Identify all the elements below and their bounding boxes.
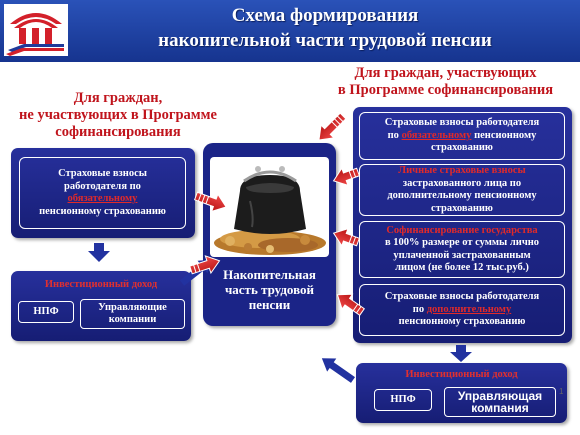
right-company-box: Управляющая компания [444, 387, 556, 417]
right-npf-label: НПФ [390, 394, 416, 405]
right-box4-line2-pre: по [412, 303, 425, 315]
right-box1-line3: страхованию [431, 142, 493, 154]
right-npf-box: НПФ [374, 389, 432, 411]
right-box4-line2-red: дополнительному [426, 303, 512, 315]
right-investment-panel: Инвестиционный доход НПФ Управляющая ком… [356, 363, 567, 423]
right-box3-line1: Софинансирование государства [386, 224, 538, 236]
page-title-line1: Схема формирования [231, 5, 419, 26]
accumulative-pension-panel: Накопительная часть трудовой пенсии [203, 143, 336, 326]
right-box2-line4: страхованию [431, 202, 493, 214]
right-box2-line1: Личные страховые взносы [398, 165, 526, 176]
right-box1-line2: по обязательному пенсионному [388, 130, 537, 143]
right-caption-line2: в Программе софинансирования [337, 82, 554, 98]
right-box-4: Страховые взносы работодателя по дополни… [359, 284, 565, 336]
left-npf-label: НПФ [33, 306, 59, 317]
left-company-line1: Управляющие [98, 302, 167, 313]
right-company-line2: компания [471, 401, 529, 415]
left-caption-line2: не участвующих в Программе [19, 107, 217, 123]
right-caption-line1: Для граждан, участвующих [354, 65, 537, 81]
left-contributions-panel: Страховые взносы работодателя по обязате… [11, 148, 195, 238]
right-box1-line1: Страховые взносы работодателя [384, 117, 540, 129]
right-box3-line4: лицом (не более 12 тыс.руб.) [395, 262, 529, 273]
page-number: 1 [559, 387, 564, 396]
right-box4-line3: пенсионному страхованию [398, 316, 526, 328]
arrow-right-down [450, 345, 472, 362]
left-contributions-box: Страховые взносы работодателя по обязате… [19, 157, 186, 229]
arrow-right-investment-to-center [321, 358, 356, 383]
accumulative-pension-label: Накопительная часть трудовой пенсии [203, 267, 336, 312]
arrow-right-caption-to-center [318, 112, 347, 141]
left-investment-title: Инвестиционный доход [44, 279, 158, 290]
left-investment-panel: Инвестиционный доход НПФ Управляющие ком… [11, 271, 191, 341]
center-label-line3: пенсии [248, 297, 291, 312]
right-box3-line3: уплаченной застрахованным [393, 249, 531, 261]
left-contrib-line4: пенсионному страхованию [39, 205, 166, 217]
left-caption-line1: Для граждан, [73, 90, 163, 106]
right-box1-line2-red: обязательному [401, 129, 472, 141]
right-box2-line3: дополнительному пенсионному [387, 190, 537, 201]
arrow-left-down [88, 243, 110, 262]
right-box1-line2-pre: по [387, 129, 399, 141]
left-caption-line3: софинансирования [55, 124, 181, 140]
pfr-logo-icon [4, 4, 68, 56]
right-box3-line2: в 100% размере от суммы лично [384, 237, 540, 248]
right-investment-title: Инвестиционный доход [405, 369, 518, 380]
left-contrib-line3: обязательному [67, 193, 138, 204]
left-caption: Для граждан, не участвующих в Программе … [8, 90, 228, 141]
right-box-2: Личные страховые взносы застрахованного … [359, 164, 565, 216]
right-box4-line1: Страховые взносы работодателя [384, 291, 540, 303]
header-banner: Схема формирования накопительной части т… [0, 0, 580, 62]
left-npf-box: НПФ [18, 301, 74, 323]
left-company-line2: компании [108, 314, 157, 325]
center-label-line2: часть трудовой [224, 282, 315, 297]
left-contrib-line2: работодателя по [64, 180, 141, 192]
right-box4-line2: по дополнительному [413, 304, 511, 317]
right-box-3: Софинансирование государства в 100% разм… [359, 221, 565, 278]
center-label-line1: Накопительная [223, 267, 316, 282]
left-contrib-line1: Страховые взносы [58, 168, 147, 179]
left-company-box: Управляющие компании [80, 299, 185, 329]
right-box1-line2-post: пенсионному [474, 129, 537, 141]
right-box2-line2: застрахованного лица по [402, 177, 522, 189]
wallet-with-coins-icon [214, 166, 326, 255]
wallet-image [210, 157, 329, 257]
page-title-line2: накопительной части трудовой пенсии [158, 30, 492, 51]
right-contributions-panel: Страховые взносы работодателя по обязате… [353, 107, 572, 343]
right-company-line1: Управляющая [457, 389, 543, 403]
right-caption: Для граждан, участвующих в Программе соф… [318, 65, 573, 99]
right-box-1: Страховые взносы работодателя по обязате… [359, 112, 565, 160]
